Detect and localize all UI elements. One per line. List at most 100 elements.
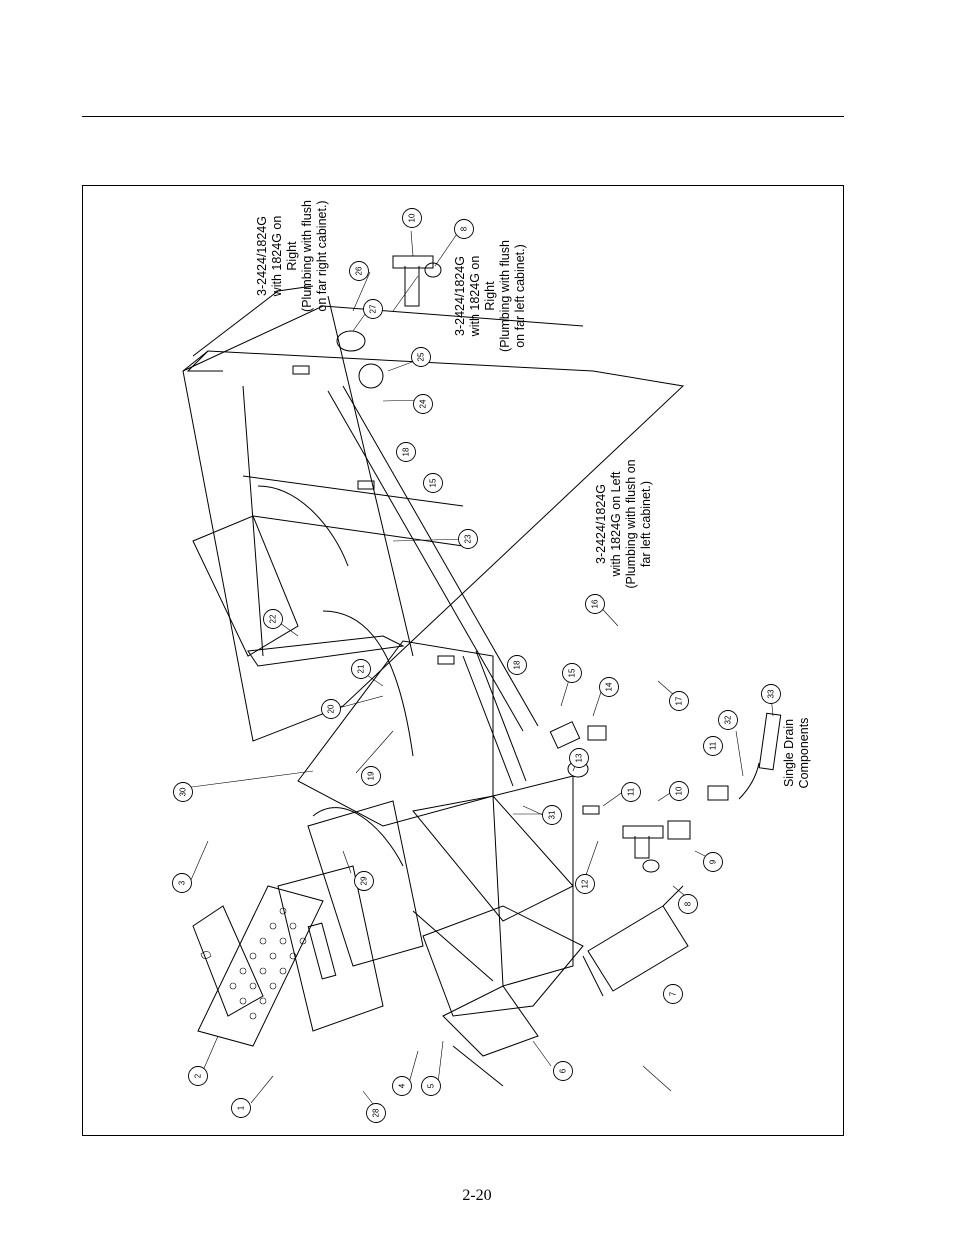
callout-circle — [599, 677, 619, 697]
note-line: Right — [483, 281, 497, 311]
callout-label: 15 — [429, 478, 438, 487]
note-line: on far right cabinet.) — [315, 200, 329, 311]
svg-text:3-2424/1824Gwith 1824G on Left: 3-2424/1824Gwith 1824G on Left(Plumbing … — [594, 459, 653, 588]
callout-label: 16 — [591, 599, 600, 608]
callout-label: 18 — [402, 447, 411, 456]
callout-26: 26 — [349, 261, 369, 281]
callout-12: 12 — [575, 874, 595, 894]
callout-11: 11 — [621, 782, 641, 802]
callout-label: 3 — [178, 880, 187, 885]
callout-label: 31 — [548, 810, 557, 819]
callout-13: 13 — [569, 748, 589, 768]
note-line: (Plumbing with flush — [498, 240, 512, 352]
callout-label: 27 — [369, 304, 378, 313]
callout-circle — [354, 871, 374, 891]
callout-circle — [263, 609, 283, 629]
note-line: with 1824G on — [468, 256, 482, 338]
callout-circle — [669, 691, 689, 711]
callout-circle — [402, 208, 422, 228]
callout-27: 27 — [363, 299, 383, 319]
callout-circle — [761, 684, 781, 704]
callout-6: 6 — [553, 1061, 573, 1081]
svg-text:Single DrainComponents: Single DrainComponents — [782, 718, 811, 789]
callout-31: 31 — [542, 805, 562, 825]
callout-22: 22 — [263, 609, 283, 629]
svg-text:3-2424/1824Gwith 1824G onRight: 3-2424/1824Gwith 1824G onRight(Plumbing … — [255, 200, 329, 312]
note-line: far left cabinet.) — [639, 481, 653, 567]
callout-label: 6 — [559, 1068, 568, 1073]
callout-label: 7 — [669, 991, 678, 996]
note-line: (Plumbing with flush — [300, 200, 314, 312]
callout-label: 1 — [237, 1105, 246, 1110]
callout-5: 5 — [421, 1076, 441, 1096]
note-line: 3-2424/1824G — [255, 216, 269, 296]
callout-circle — [351, 659, 371, 679]
callout-15: 15 — [423, 473, 443, 493]
callout-circle — [363, 299, 383, 319]
callout-circle — [392, 1076, 412, 1096]
callout-label: 20 — [327, 704, 336, 713]
callout-2: 2 — [188, 1066, 208, 1086]
callout-28: 28 — [366, 1103, 386, 1123]
callout-3: 3 — [172, 873, 192, 893]
drainboard-holes — [229, 907, 307, 1020]
svg-text:3-2424/1824Gwith 1824G onRight: 3-2424/1824Gwith 1824G onRight(Plumbing … — [453, 240, 527, 352]
callout-label: 8 — [684, 901, 693, 906]
callout-10: 10 — [669, 781, 689, 801]
callout-label: 4 — [398, 1083, 407, 1088]
callout-label: 18 — [513, 660, 522, 669]
page-number: 2-20 — [462, 1187, 492, 1204]
callout-circle — [669, 781, 689, 801]
callout-16: 16 — [585, 594, 605, 614]
callout-10: 10 — [402, 208, 422, 228]
callout-20: 20 — [321, 699, 341, 719]
callout-14: 14 — [599, 677, 619, 697]
callout-9: 9 — [703, 852, 723, 872]
callout-label: 24 — [419, 399, 428, 408]
callout-label: 12 — [581, 879, 590, 888]
cabinet-body — [182, 255, 782, 1087]
callout-circle — [703, 852, 723, 872]
callout-circle — [396, 442, 416, 462]
callout-label: 14 — [605, 682, 614, 691]
callout-label: 29 — [360, 876, 369, 885]
callout-circle — [321, 699, 341, 719]
note-line: with 1824G on Left — [609, 471, 623, 577]
callout-17: 17 — [669, 691, 689, 711]
note-line: (Plumbing with flush on — [624, 459, 638, 588]
callout-8: 8 — [678, 894, 698, 914]
callout-label: 28 — [372, 1108, 381, 1117]
callout-circle — [542, 805, 562, 825]
callout-circle — [562, 663, 582, 683]
callout-25: 25 — [411, 347, 431, 367]
callout-30: 30 — [173, 782, 193, 802]
note-line: 3-2424/1824G — [453, 256, 467, 336]
callout-29: 29 — [354, 871, 374, 891]
callout-label: 33 — [767, 689, 776, 698]
note-line: Right — [285, 241, 299, 271]
callout-circle — [361, 766, 381, 786]
note-left-cabinet-right: 3-2424/1824Gwith 1824G onRight(Plumbing … — [453, 240, 527, 352]
callout-8: 8 — [454, 219, 474, 239]
note-left: 3-2424/1824Gwith 1824G on Left(Plumbing … — [594, 459, 653, 588]
callout-label: 19 — [367, 771, 376, 780]
callout-circle — [349, 261, 369, 281]
note-line: on far left cabinet.) — [513, 244, 527, 348]
callout-24: 24 — [413, 394, 433, 414]
header-rule — [82, 116, 844, 117]
callout-label: 2 — [194, 1073, 203, 1078]
callout-15: 15 — [562, 663, 582, 683]
note-line: Components — [797, 718, 811, 789]
callout-circle — [569, 748, 589, 768]
callout-circle — [411, 347, 431, 367]
callout-circle — [231, 1098, 251, 1118]
callout-circle — [678, 894, 698, 914]
callout-label: 11 — [627, 787, 636, 796]
callout-circle — [172, 873, 192, 893]
callout-circle — [663, 984, 683, 1004]
callout-label: 10 — [408, 213, 417, 222]
callout-circle — [553, 1061, 573, 1081]
callout-21: 21 — [351, 659, 371, 679]
